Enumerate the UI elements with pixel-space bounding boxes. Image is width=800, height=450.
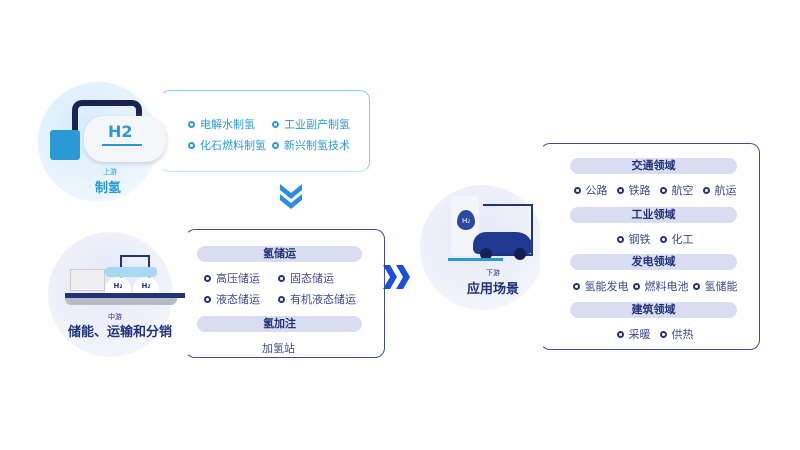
double-chevron-right-icon — [383, 265, 410, 289]
list-item: 燃料电池 — [632, 278, 689, 294]
hydrogen-tank-icon: H2 — [50, 100, 170, 165]
list-item: 采暖 — [616, 326, 651, 342]
sector-header-industry: 工业领域 — [570, 207, 737, 223]
upstream-card — [160, 90, 370, 172]
refuel-header: 氢加注 — [197, 316, 362, 332]
sector-header-transport: 交通领域 — [570, 158, 737, 174]
storage-header: 氢储运 — [197, 246, 362, 262]
upstream-tag: 上游 — [103, 168, 117, 176]
sector-items: 氢能发电 燃料电池 氢储能 — [565, 278, 745, 294]
list-item: 工业副产制氢 — [272, 116, 350, 132]
sector-header-building: 建筑领域 — [570, 302, 737, 318]
list-item: 钢铁 — [616, 231, 651, 247]
list-item: 供热 — [659, 326, 694, 342]
list-item: 高压储运 — [204, 270, 260, 286]
midstream-tag: 中游 — [108, 313, 122, 321]
list-item: 航空 — [659, 182, 694, 198]
list-item: 加氢站 — [262, 342, 295, 355]
sector-items: 钢铁 化工 — [565, 231, 745, 247]
list-item: 新兴制氢技术 — [272, 137, 350, 153]
list-item: 公路 — [573, 182, 608, 198]
list-item: 电解水制氢 — [188, 116, 255, 132]
list-item: 氢能发电 — [572, 278, 629, 294]
sector-header-power: 发电领域 — [570, 254, 737, 270]
list-item: 化石燃料制氢 — [188, 137, 266, 153]
sector-items: 采暖 供热 — [565, 326, 745, 342]
h2-label: H2 — [108, 122, 133, 141]
fuel-cell-car-icon: H₂ — [448, 196, 538, 266]
upstream-title: 制氢 — [94, 181, 121, 196]
downstream-title: 应用场景 — [466, 282, 519, 297]
list-item: 氢储能 — [692, 278, 738, 294]
downstream-tag: 下游 — [486, 269, 500, 277]
list-item: 化工 — [659, 231, 694, 247]
list-item: 航运 — [702, 182, 737, 198]
list-item: 液态储运 — [204, 291, 260, 307]
ship-icon: H₂ H₂ — [65, 255, 190, 305]
list-item: 固态储运 — [278, 270, 334, 286]
midstream-title: 储能、运输和分销 — [67, 325, 172, 340]
list-item: 有机液态储运 — [278, 291, 356, 307]
chevron-down-icon — [280, 184, 302, 209]
list-item: 铁路 — [616, 182, 651, 198]
sector-items: 公路 铁路 航空 航运 — [565, 182, 745, 198]
